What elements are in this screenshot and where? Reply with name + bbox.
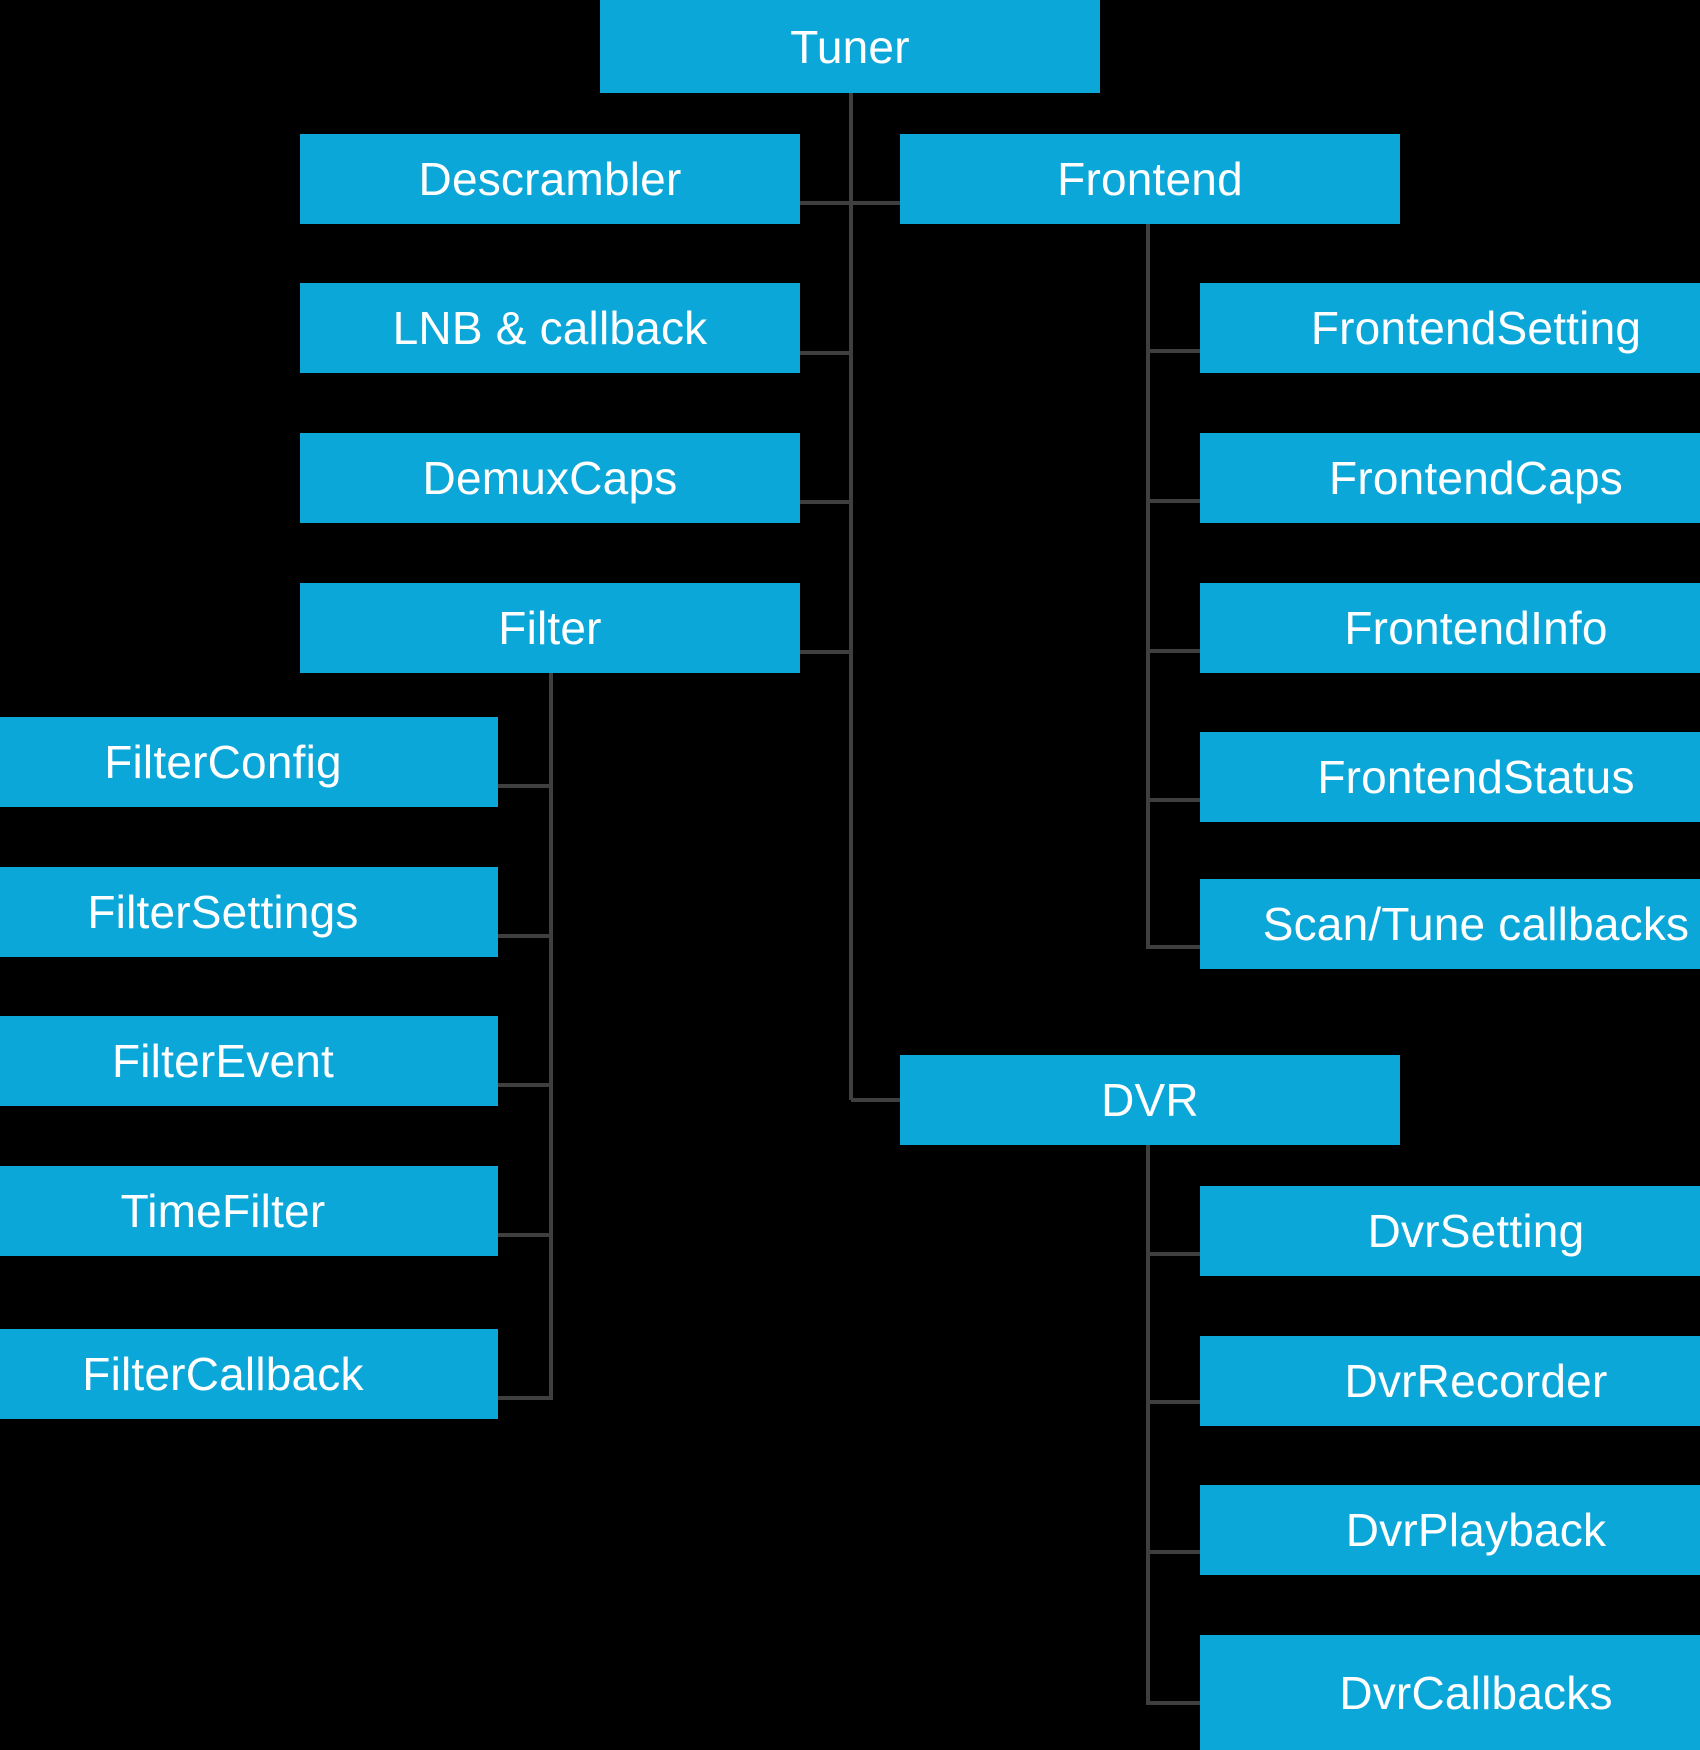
connector-tuner-dvr — [851, 1098, 903, 1102]
connector-filter-filterconfig — [497, 784, 553, 788]
node-timefilter[interactable]: TimeFilter — [0, 1166, 498, 1256]
connector-filter-trunk — [549, 650, 553, 1400]
connector-filter-filterevent — [497, 1083, 553, 1087]
node-filtersettings[interactable]: FilterSettings — [0, 867, 498, 957]
connector-dvr-dvrplayback — [1146, 1550, 1202, 1554]
connector-filter-filtersettings — [497, 934, 553, 938]
node-frontend[interactable]: Frontend — [900, 134, 1400, 224]
node-filterconfig[interactable]: FilterConfig — [0, 717, 498, 807]
connector-frontend-scantune — [1146, 945, 1202, 949]
node-dvrrecorder[interactable]: DvrRecorder — [1200, 1336, 1700, 1426]
connector-dvr-dvrcallbacks — [1146, 1701, 1202, 1705]
node-dvrplayback[interactable]: DvrPlayback — [1200, 1485, 1700, 1575]
node-filterevent[interactable]: FilterEvent — [0, 1016, 498, 1106]
connector-frontend-frontendstatus — [1146, 798, 1202, 802]
node-filter[interactable]: Filter — [300, 583, 800, 673]
connector-dvr-dvrrecorder — [1146, 1400, 1202, 1404]
connector-dvr-dvrsetting — [1146, 1252, 1202, 1256]
node-demuxcaps[interactable]: DemuxCaps — [300, 433, 800, 523]
node-dvrsetting[interactable]: DvrSetting — [1200, 1186, 1700, 1276]
node-tuner[interactable]: Tuner — [600, 0, 1100, 93]
connector-filter-timefilter — [497, 1233, 553, 1237]
node-dvr[interactable]: DVR — [900, 1055, 1400, 1145]
connector-tuner-demuxcaps — [798, 500, 851, 504]
connector-tuner-trunk — [849, 93, 853, 1100]
connector-frontend-frontendinfo — [1146, 649, 1202, 653]
node-dvrcallbacks[interactable]: DvrCallbacks — [1200, 1635, 1700, 1750]
node-frontendsetting[interactable]: FrontendSetting — [1200, 283, 1700, 373]
connector-frontend-frontendsetting — [1146, 349, 1202, 353]
node-filtercallback[interactable]: FilterCallback — [0, 1329, 498, 1419]
node-lnb-callback[interactable]: LNB & callback — [300, 283, 800, 373]
node-frontendstatus[interactable]: FrontendStatus — [1200, 732, 1700, 822]
connector-tuner-filter — [798, 650, 851, 654]
node-scan-tune-callbacks[interactable]: Scan/Tune callbacks — [1200, 879, 1700, 969]
connector-frontend-trunk — [1146, 218, 1150, 948]
node-frontendcaps[interactable]: FrontendCaps — [1200, 433, 1700, 523]
connector-dvr-trunk — [1146, 1120, 1150, 1705]
connector-filter-filtercallback — [497, 1396, 553, 1400]
node-frontendinfo[interactable]: FrontendInfo — [1200, 583, 1700, 673]
connector-tuner-descrambler — [798, 201, 851, 205]
connector-tuner-lnb — [798, 351, 851, 355]
node-descrambler[interactable]: Descrambler — [300, 134, 800, 224]
connector-frontend-frontendcaps — [1146, 499, 1202, 503]
connector-tuner-frontend — [851, 201, 903, 205]
